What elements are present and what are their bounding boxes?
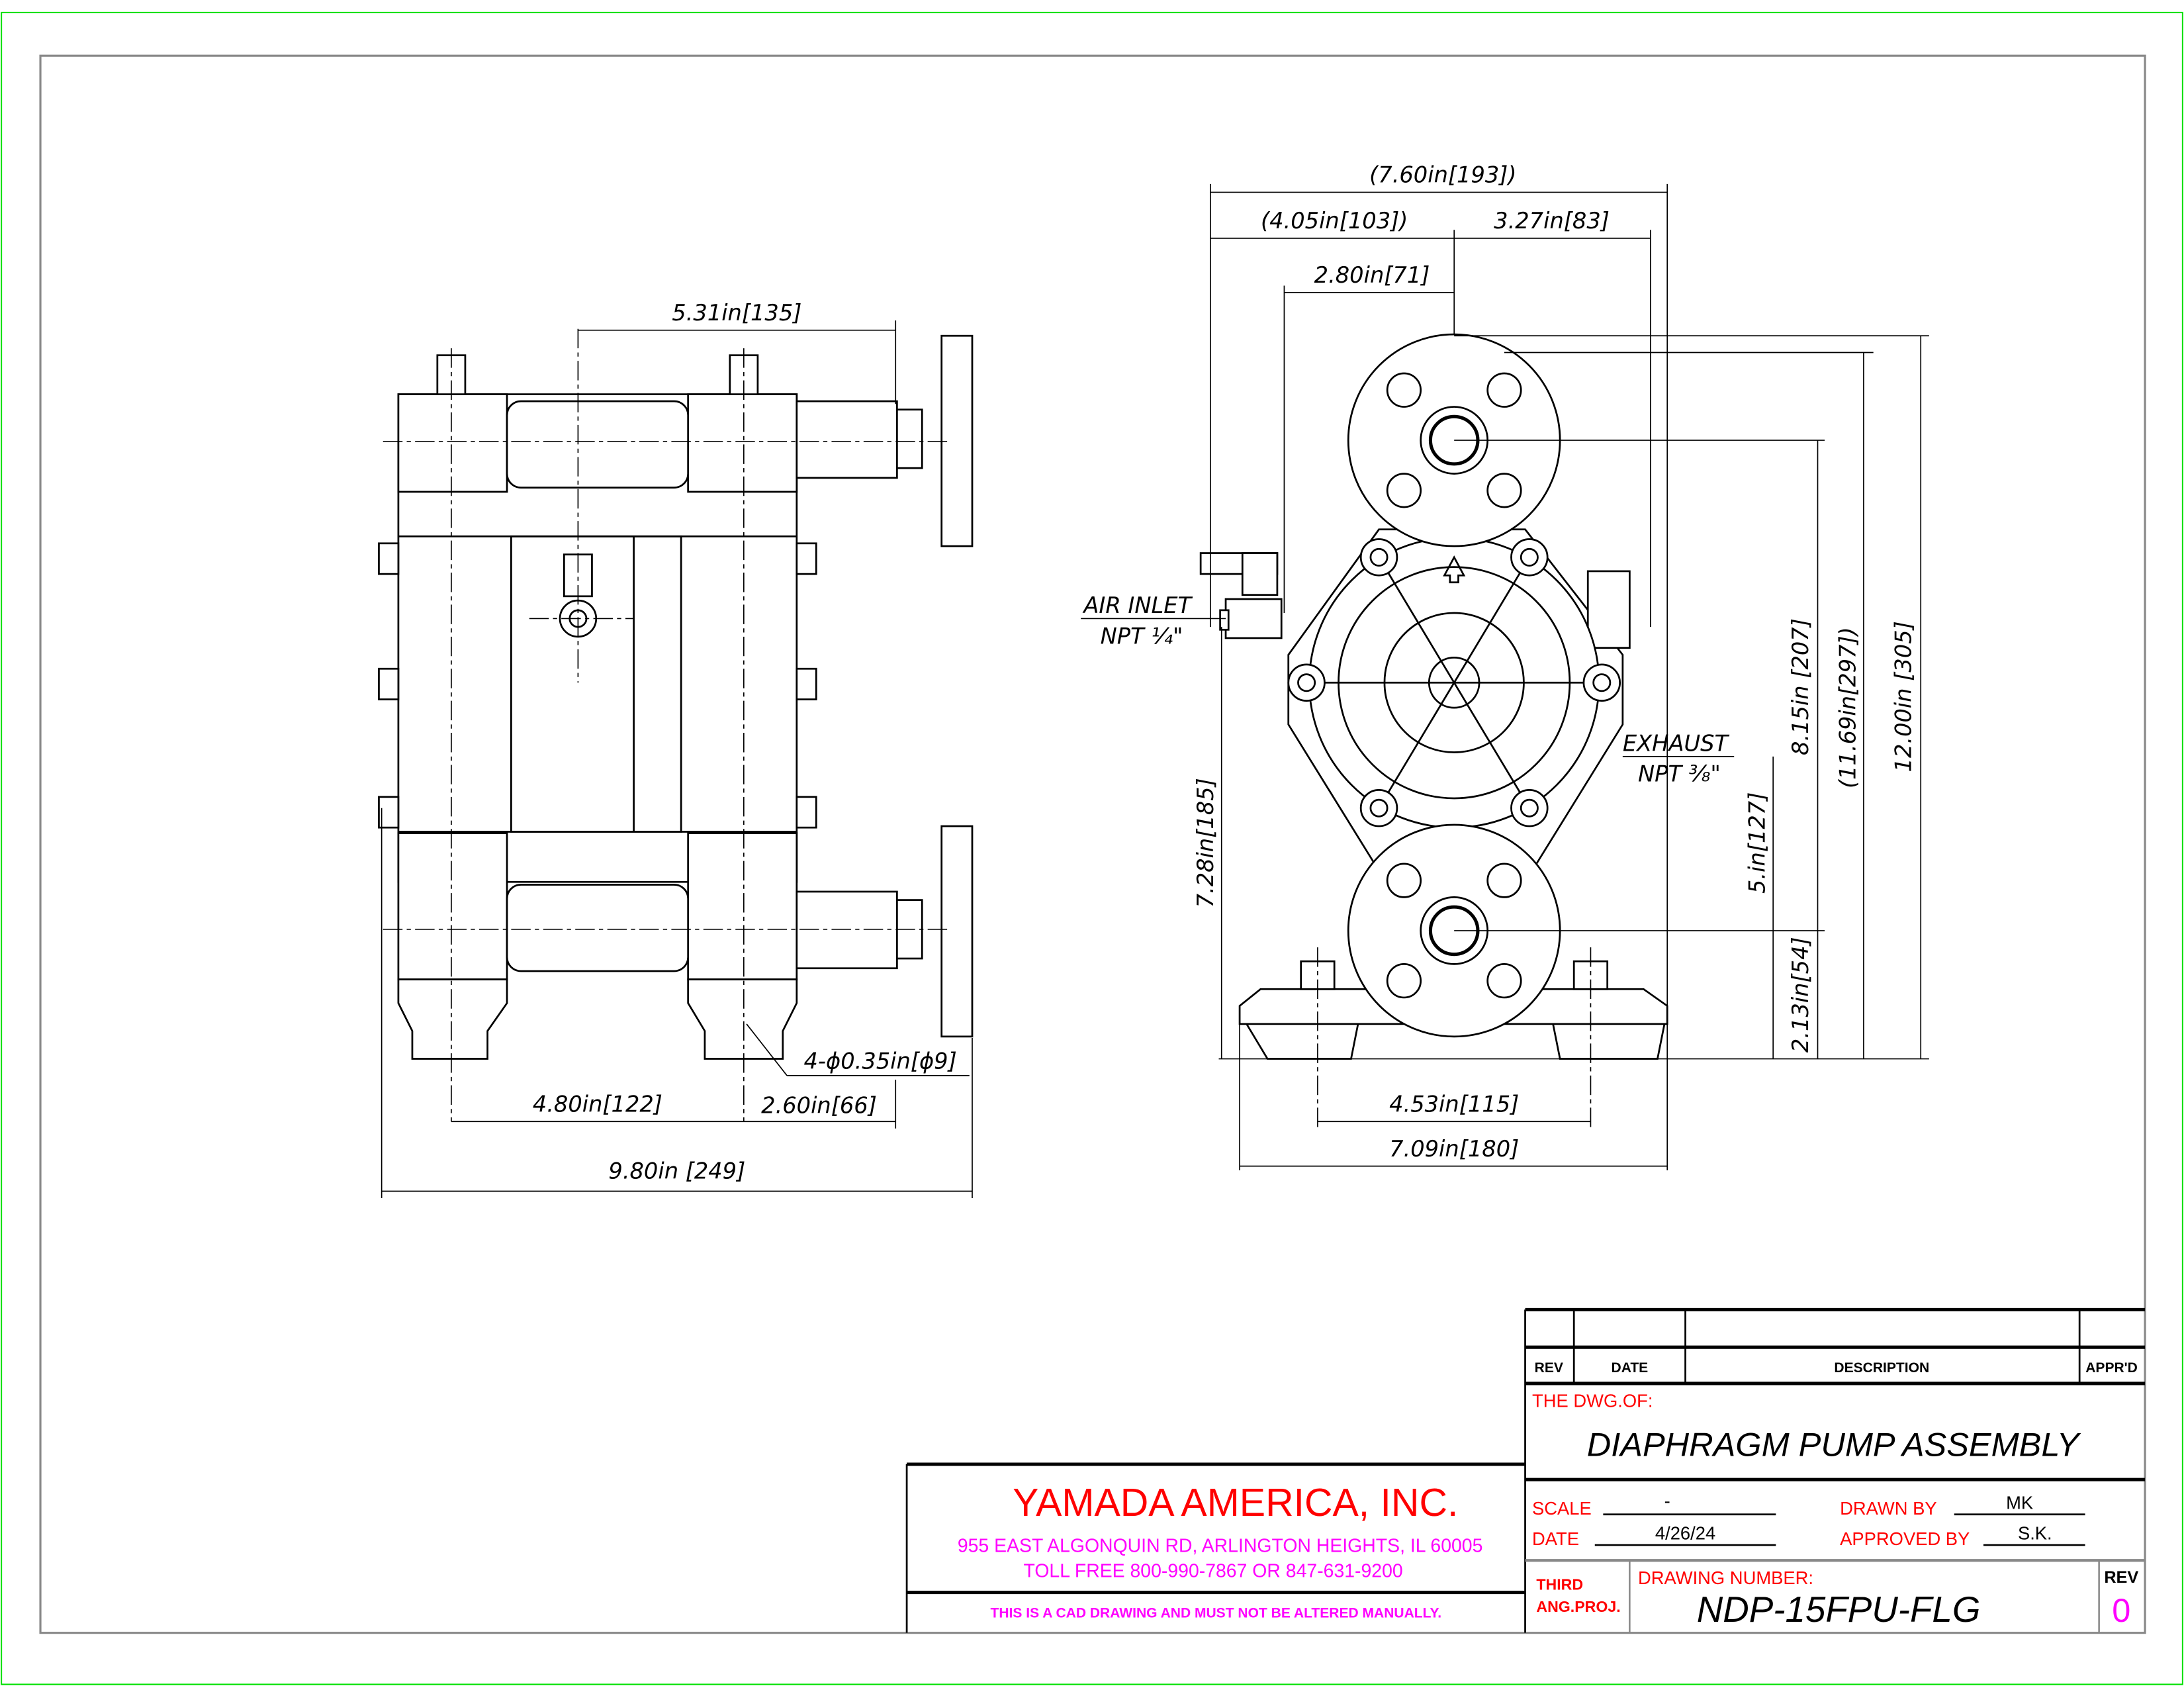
- dim-air-offset: 2.80in[71]: [1314, 262, 1430, 288]
- air-inlet-size: NPT ¼": [1101, 623, 1183, 649]
- revision-table: REV DATE DESCRIPTION APPR'D: [1524, 1307, 2146, 1633]
- dwg-of-label: THE DWG.OF:: [1532, 1391, 1653, 1411]
- side-view: 5.31in[135] 4-ϕ0.35in[ϕ9] 4.80in[122] 2.…: [378, 300, 974, 1199]
- dim-right-width: 3.27in[83]: [1494, 208, 1610, 234]
- dim-foot-offset: 2.60in[66]: [761, 1093, 877, 1119]
- drawing-title: DIAPHRAGM PUMP ASSEMBLY: [1587, 1425, 2081, 1463]
- dim-overall-width-front: (7.60in[193]): [1369, 162, 1516, 188]
- dim-overall-width-side: 9.80in [249]: [608, 1158, 745, 1184]
- front-view: (7.60in[193]) (4.05in[103]) 3.27in[83] 2…: [1081, 162, 1929, 1170]
- company-address: 955 EAST ALGONQUIN RD, ARLINGTON HEIGHTS…: [958, 1536, 1483, 1557]
- exhaust-size: NPT ⅜": [1638, 761, 1721, 787]
- drawing-number: NDP-15FPU-FLG: [1697, 1589, 1981, 1630]
- projection-label-2: ANG.PROJ.: [1536, 1598, 1620, 1615]
- scale-value: -: [1664, 1491, 1670, 1511]
- air-valve: [1199, 552, 1283, 639]
- apprd-header: APPR'D: [2085, 1360, 2138, 1376]
- approved-by-label: APPROVED BY: [1840, 1528, 1970, 1549]
- front-bolts: [1287, 538, 1621, 827]
- rev-value: 0: [2112, 1591, 2130, 1629]
- dim-body-height: (11.69in[297]): [1835, 627, 1860, 788]
- dim-top-width: 5.31in[135]: [672, 300, 801, 326]
- approved-by-value: S.K.: [2018, 1523, 2052, 1544]
- dim-port-spacing: 8.15in [207]: [1788, 618, 1813, 755]
- dim-exhaust-height: 5.in[127]: [1745, 792, 1770, 894]
- company-name: YAMADA AMERICA, INC.: [1013, 1481, 1458, 1524]
- dim-base-width: 7.09in[180]: [1389, 1136, 1519, 1162]
- dim-hole: 4-ϕ0.35in[ϕ9]: [803, 1048, 956, 1074]
- exhaust-label: EXHAUST: [1623, 730, 1730, 756]
- dim-foot-spacing-front: 4.53in[115]: [1389, 1092, 1519, 1117]
- dim-overall-height: 12.00in [305]: [1891, 621, 1917, 772]
- date-value: 4/26/24: [1655, 1523, 1715, 1544]
- drawn-by-label: DRAWN BY: [1840, 1498, 1936, 1519]
- dim-left-width: (4.05in[103]): [1261, 208, 1408, 234]
- drawing-number-label: DRAWING NUMBER:: [1638, 1568, 1813, 1588]
- drawing-frame: [39, 54, 2146, 1634]
- air-inlet-label: AIR INLET: [1082, 592, 1193, 618]
- cad-notice: THIS IS A CAD DRAWING AND MUST NOT BE AL…: [991, 1606, 1442, 1621]
- drawn-by-value: MK: [2006, 1492, 2033, 1513]
- rev-header: REV: [1535, 1360, 1563, 1376]
- rev-label: REV: [2104, 1568, 2138, 1587]
- dim-foot-spacing-side: 4.80in[122]: [533, 1092, 662, 1117]
- date-label: DATE: [1532, 1528, 1579, 1549]
- projection-label-1: THIRD: [1536, 1575, 1583, 1593]
- outer-border: [1, 11, 2183, 1685]
- title-block: THE DWG.OF: DIAPHRAGM PUMP ASSEMBLY YAMA…: [905, 1391, 2146, 1633]
- dim-air-height: 7.28in[185]: [1193, 778, 1218, 908]
- company-phone: TOLL FREE 800-990-7867 OR 847-631-9200: [1023, 1560, 1402, 1581]
- side-bolts: [378, 542, 817, 829]
- description-header: DESCRIPTION: [1834, 1360, 1929, 1376]
- scale-label: SCALE: [1532, 1498, 1592, 1519]
- date-header: DATE: [1612, 1360, 1649, 1376]
- dim-outlet-height: 2.13in[54]: [1788, 937, 1813, 1053]
